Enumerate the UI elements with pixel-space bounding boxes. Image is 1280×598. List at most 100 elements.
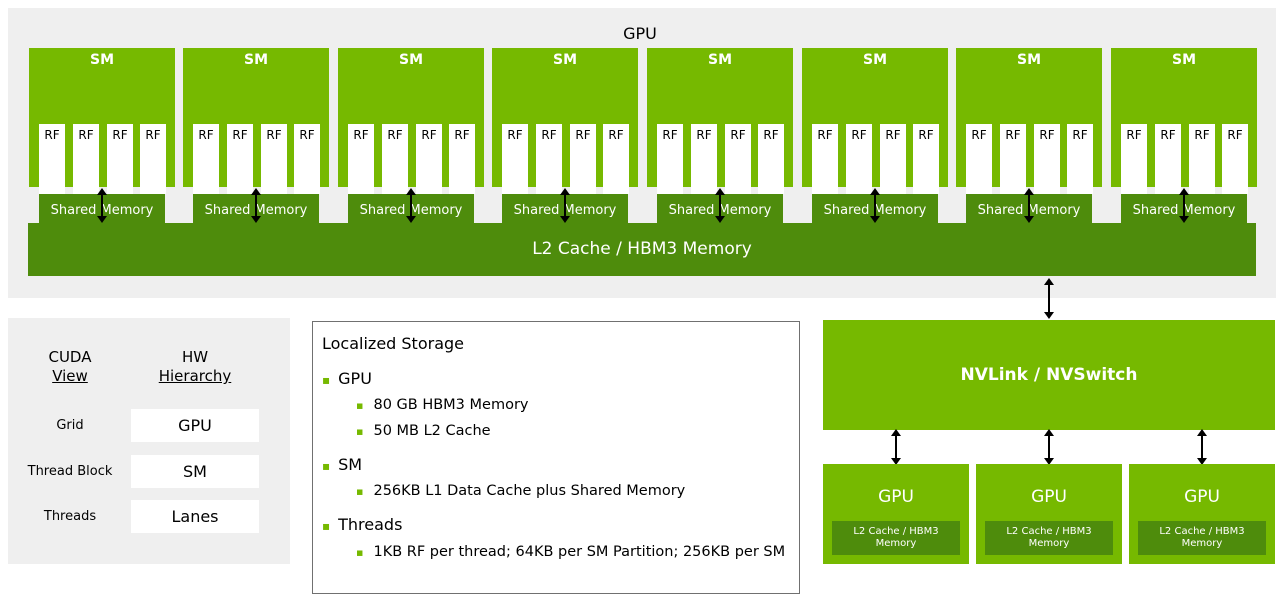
bidirectional-arrow-icon (97, 188, 107, 223)
rf-label: RF (232, 128, 248, 142)
sm-block: SM RF RF RF RF Shared Memory (29, 48, 175, 227)
register-file: RF (416, 124, 442, 194)
rf-label: RF (78, 128, 94, 142)
rf-label: RF (763, 128, 779, 142)
hw-box-sm: SM (131, 455, 259, 488)
rf-label: RF (851, 128, 867, 142)
l2-cache-bar: L2 Cache / HBM3 Memory (28, 223, 1256, 276)
register-file: RF (1189, 124, 1215, 194)
sm-title: SM (1016, 52, 1041, 68)
cuda-label-threads: Threads (43, 509, 97, 524)
register-file: RF (449, 124, 475, 194)
register-file: RF (536, 124, 562, 194)
bidirectional-arrow-icon (1024, 188, 1034, 223)
sm-block: SM RF RF RF RF Shared Memory (492, 48, 638, 227)
sm-title: SM (398, 52, 423, 68)
rf-label: RF (1005, 128, 1021, 142)
bidirectional-arrow-icon (560, 188, 570, 223)
register-file: RF (691, 124, 717, 194)
rf-label: RF (1160, 128, 1176, 142)
register-file: RF (758, 124, 784, 194)
rf-label: RF (885, 128, 901, 142)
hw-box-gpu: GPU (131, 409, 259, 442)
sm-title: SM (243, 52, 268, 68)
hw-box-lanes: Lanes (131, 500, 259, 533)
sm-block: SM RF RF RF RF Shared Memory (802, 48, 948, 227)
sm-title: SM (89, 52, 114, 68)
storage-bullet-gpu: GPU (322, 369, 372, 388)
register-file: RF (1034, 124, 1060, 194)
remote-gpu-memory: L2 Cache / HBM3 Memory (1138, 521, 1266, 555)
register-file: RF (261, 124, 287, 194)
rf-label: RF (1227, 128, 1243, 142)
sm-title: SM (1171, 52, 1196, 68)
sm-block: SM RF RF RF RF Shared Memory (1111, 48, 1257, 227)
rf-label: RF (541, 128, 557, 142)
bidirectional-arrow-icon (1044, 278, 1054, 319)
rf-label: RF (44, 128, 60, 142)
rf-label: RF (817, 128, 833, 142)
register-file: RF (880, 124, 906, 194)
bidirectional-arrow-icon (1044, 429, 1054, 465)
register-file: RF (193, 124, 219, 194)
register-file: RF (227, 124, 253, 194)
storage-subbullet: 50 MB L2 Cache (356, 423, 490, 439)
remote-gpu: GPU L2 Cache / HBM3 Memory (1129, 464, 1275, 564)
remote-gpu: GPU L2 Cache / HBM3 Memory (823, 464, 969, 564)
rf-label: RF (608, 128, 624, 142)
remote-gpu-memory-line1: L2 Cache / HBM3 (1006, 526, 1092, 537)
rf-label: RF (145, 128, 161, 142)
register-file: RF (1000, 124, 1026, 194)
remote-gpu-memory-line2: Memory (875, 538, 917, 549)
rf-label: RF (454, 128, 470, 142)
rf-label: RF (112, 128, 128, 142)
register-file: RF (812, 124, 838, 194)
register-file: RF (502, 124, 528, 194)
register-file: RF (1155, 124, 1181, 194)
register-file: RF (1222, 124, 1248, 194)
rf-label: RF (266, 128, 282, 142)
hw-hierarchy-header: HW Hierarchy (145, 348, 245, 386)
storage-subbullet: 80 GB HBM3 Memory (356, 397, 528, 413)
sm-title: SM (552, 52, 577, 68)
cuda-header-line1: CUDA (48, 348, 92, 366)
rf-label: RF (696, 128, 712, 142)
sm-block: SM RF RF RF RF Shared Memory (647, 48, 793, 227)
remote-gpu-memory-line2: Memory (1028, 538, 1070, 549)
remote-gpu-title: GPU (1031, 487, 1067, 507)
rf-label: RF (1039, 128, 1055, 142)
storage-bullet-sm: SM (322, 455, 362, 474)
register-file: RF (570, 124, 596, 194)
rf-label: RF (421, 128, 437, 142)
storage-bullet-threads: Threads (322, 515, 402, 534)
cuda-label-grid: Grid (56, 418, 84, 433)
rf-label: RF (299, 128, 315, 142)
bidirectional-arrow-icon (870, 188, 880, 223)
gpu-title: GPU (623, 24, 657, 43)
rf-label: RF (575, 128, 591, 142)
remote-gpu-title: GPU (878, 487, 914, 507)
sm-block: SM RF RF RF RF Shared Memory (338, 48, 484, 227)
cuda-header-line2: View (52, 367, 88, 385)
sm-block: SM RF RF RF RF Shared Memory (956, 48, 1102, 227)
register-file: RF (294, 124, 320, 194)
rf-label: RF (971, 128, 987, 142)
register-file: RF (603, 124, 629, 194)
rf-label: RF (662, 128, 678, 142)
rf-label: RF (730, 128, 746, 142)
cuda-view-header: CUDA View (30, 348, 110, 386)
rf-label: RF (198, 128, 214, 142)
remote-gpu: GPU L2 Cache / HBM3 Memory (976, 464, 1122, 564)
rf-label: RF (1072, 128, 1088, 142)
remote-gpu-memory-line1: L2 Cache / HBM3 (853, 526, 939, 537)
remote-gpu-memory-line2: Memory (1181, 538, 1223, 549)
storage-subbullet: 1KB RF per thread; 64KB per SM Partition… (356, 543, 786, 562)
bidirectional-arrow-icon (715, 188, 725, 223)
register-file: RF (348, 124, 374, 194)
bidirectional-arrow-icon (406, 188, 416, 223)
rf-label: RF (1194, 128, 1210, 142)
cuda-label-thread-block: Thread Block (27, 464, 113, 479)
bidirectional-arrow-icon (1179, 188, 1189, 223)
sm-block: SM RF RF RF RF Shared Memory (183, 48, 329, 227)
register-file: RF (1067, 124, 1093, 194)
